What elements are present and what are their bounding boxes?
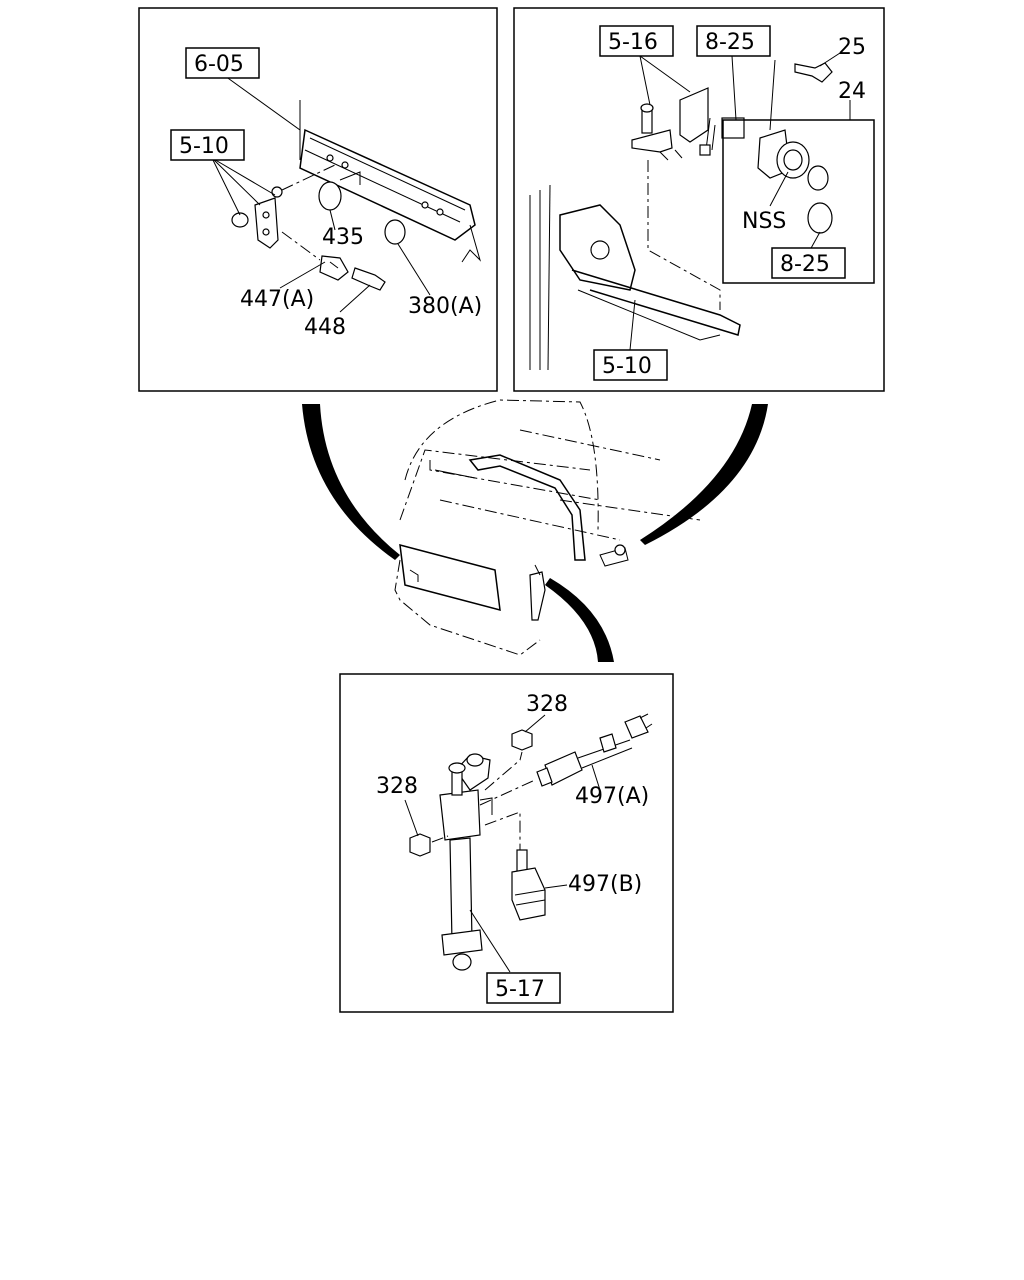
ref-box-8-25-b bbox=[771, 247, 846, 279]
chassis-illustration bbox=[529, 160, 741, 371]
part-24: 24 bbox=[838, 79, 866, 104]
ref-box-5-10-a bbox=[170, 129, 245, 161]
o-ring-435 bbox=[318, 181, 342, 211]
nut-328-top bbox=[511, 729, 533, 751]
ref-6-05: 6-05 bbox=[194, 52, 244, 77]
panel-bottom: 328 328 497(A) 497(B) 5-17 bbox=[339, 673, 674, 1013]
panel-top-right: 5-16 8-25 25 24 NSS 8-25 5-10 bbox=[513, 7, 885, 392]
ref-5-10-a: 5-10 bbox=[179, 134, 229, 159]
solenoid-497a-illustration bbox=[536, 713, 653, 787]
bracket-illustration bbox=[231, 164, 336, 261]
ref-box-6-05 bbox=[185, 47, 260, 79]
detail-box-24 bbox=[722, 119, 875, 284]
ref-8-25-b: 8-25 bbox=[780, 252, 830, 277]
panel-frame bbox=[138, 7, 498, 392]
socket-illustration bbox=[757, 129, 833, 234]
panel-frame bbox=[339, 673, 674, 1013]
ref-5-10-b: 5-10 bbox=[602, 354, 652, 379]
part-380a: 380(A) bbox=[408, 294, 482, 319]
pointer-left bbox=[302, 404, 400, 560]
nut-328-left bbox=[409, 833, 431, 857]
bolt-448-illustration bbox=[351, 267, 386, 291]
pointer-bottom bbox=[545, 578, 614, 662]
part-328-b: 328 bbox=[376, 774, 418, 799]
ref-8-25-a: 8-25 bbox=[705, 30, 755, 55]
panel-top-left: 6-05 5-10 435 447(A) 448 380(A) bbox=[138, 7, 498, 392]
frame-rail-illustration bbox=[299, 100, 482, 263]
part-435: 435 bbox=[322, 225, 364, 250]
ref-5-17: 5-17 bbox=[495, 977, 545, 1002]
vehicle-cab-illustration bbox=[302, 399, 768, 662]
bolt-25-illustration bbox=[794, 62, 833, 83]
part-328-a: 328 bbox=[526, 692, 568, 717]
part-447a: 447(A) bbox=[240, 287, 314, 312]
part-497a: 497(A) bbox=[575, 784, 649, 809]
pointer-right bbox=[640, 404, 768, 545]
sensor-447a-illustration bbox=[319, 255, 349, 281]
part-497b: 497(B) bbox=[568, 872, 642, 897]
shaft-5-17-illustration bbox=[439, 753, 493, 971]
panel-frame bbox=[513, 7, 885, 392]
ref-5-16: 5-16 bbox=[608, 30, 658, 55]
switch-497b-illustration bbox=[511, 849, 546, 921]
part-25: 25 bbox=[838, 35, 866, 60]
o-ring-380a bbox=[384, 219, 406, 245]
ref-box-5-17 bbox=[486, 972, 561, 1004]
ref-box-5-10-b bbox=[593, 349, 668, 381]
ref-box-8-25-a bbox=[696, 25, 771, 57]
switch-illustration bbox=[699, 117, 745, 156]
part-448: 448 bbox=[304, 315, 346, 340]
bracket-5-16-illustration bbox=[631, 87, 709, 161]
part-nss: NSS bbox=[742, 209, 786, 234]
ref-box-5-16 bbox=[599, 25, 674, 57]
